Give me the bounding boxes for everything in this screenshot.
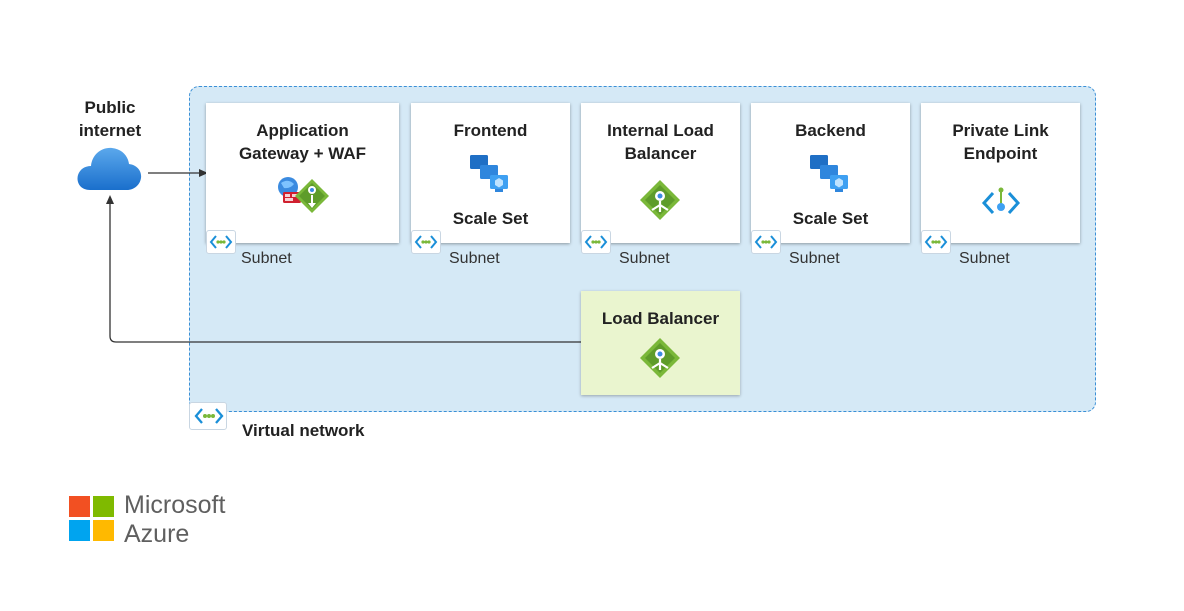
virtual-network-label: Virtual network	[242, 421, 365, 440]
vm-scale-set-icon	[468, 153, 514, 195]
subnet-card-private-link-endpoint: Private Link Endpoint	[921, 103, 1080, 243]
frontend-subtitle: Scale Set	[452, 209, 529, 228]
public-internet-line2: internet	[78, 121, 142, 140]
logo-line1: Microsoft	[124, 491, 226, 519]
subnet-icon	[206, 230, 236, 254]
virtual-network-icon	[189, 402, 227, 430]
load-balancer-icon	[639, 179, 681, 221]
subnet-icon	[921, 230, 951, 254]
subnet-label: Subnet	[959, 250, 1010, 267]
load-balancer-title: Load Balancer	[601, 309, 720, 328]
load-balancer-card: Load Balancer	[581, 291, 740, 395]
subnet-label: Subnet	[619, 250, 670, 267]
public-internet-label: Public internet	[60, 96, 160, 142]
subnet-label: Subnet	[449, 250, 500, 267]
subnet-card-application-gateway: Application Gateway + WAF	[206, 103, 399, 243]
subnet-label: Subnet	[241, 250, 292, 267]
public-internet-line1: Public	[84, 98, 136, 117]
subnet-card-backend: Backend Scale Set	[751, 103, 910, 243]
subnet-icon	[411, 230, 441, 254]
subnet-icon	[581, 230, 611, 254]
app-gateway-title-line1: Application	[256, 121, 349, 140]
internal-lb-title-line2: Balancer	[624, 144, 697, 163]
subnet-label: Subnet	[789, 250, 840, 267]
private-link-title-line2: Endpoint	[963, 144, 1038, 163]
private-link-endpoint-icon	[981, 187, 1021, 219]
application-gateway-waf-icon	[276, 175, 332, 221]
backend-title: Backend	[795, 121, 866, 140]
subnet-icon	[751, 230, 781, 254]
app-gateway-title-line2: Gateway + WAF	[238, 144, 367, 163]
microsoft-logo-icon	[69, 496, 114, 541]
arrow-loadbalancer-to-internet	[106, 195, 582, 343]
frontend-title: Frontend	[453, 121, 528, 140]
arrow-internet-to-gateway	[148, 169, 208, 177]
vm-scale-set-icon	[808, 153, 854, 195]
microsoft-azure-wordmark: Microsoft Azure	[124, 491, 225, 549]
backend-subtitle: Scale Set	[792, 209, 869, 228]
subnet-card-frontend: Frontend Scale Set	[411, 103, 570, 243]
logo-line2: Azure	[124, 520, 190, 548]
subnet-card-internal-load-balancer: Internal Load Balancer	[581, 103, 740, 243]
internal-lb-title-line1: Internal Load	[607, 121, 714, 140]
load-balancer-icon	[639, 337, 681, 379]
private-link-title-line1: Private Link	[952, 121, 1049, 140]
cloud-icon	[76, 144, 142, 192]
